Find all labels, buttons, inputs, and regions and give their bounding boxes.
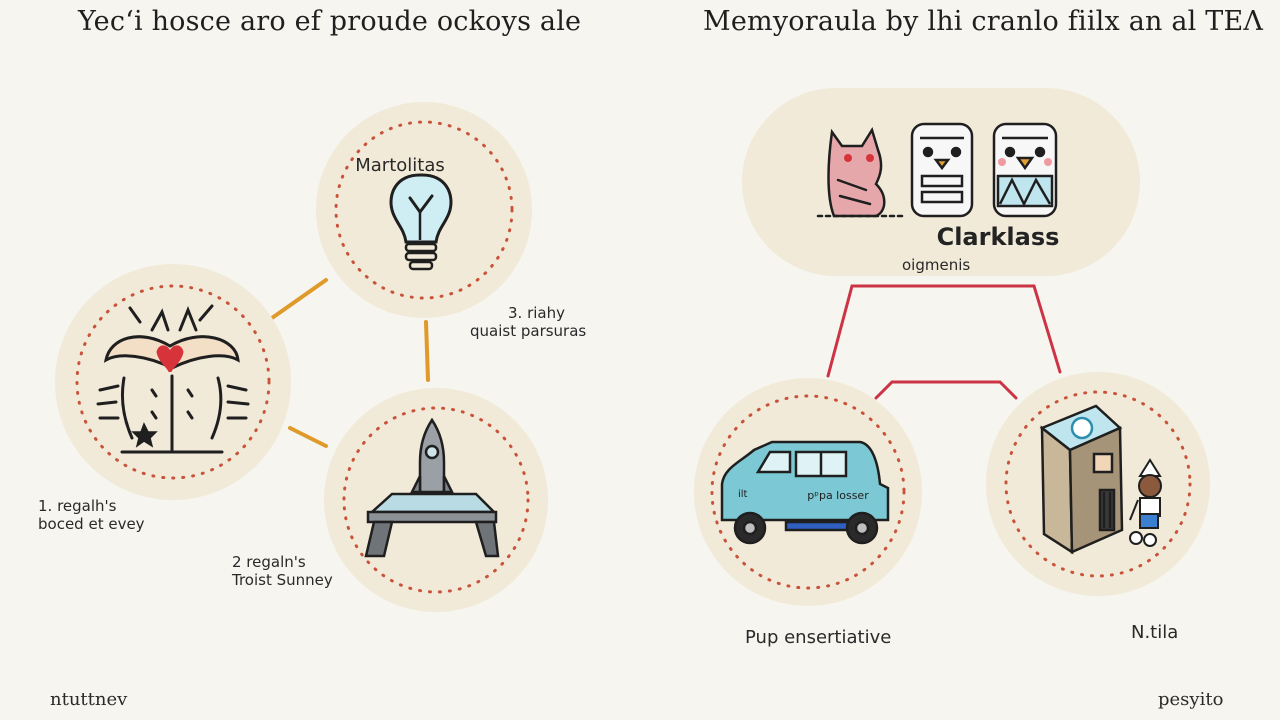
penguin-figure-icon bbox=[910, 122, 974, 218]
node-left-dotted-ring bbox=[75, 284, 271, 480]
annotation-2-line-1: 2 regaln's bbox=[232, 553, 306, 571]
group-label: Clarklass bbox=[937, 223, 1060, 251]
car-small-text: ilt bbox=[738, 489, 748, 500]
rocket-icon bbox=[409, 417, 455, 494]
node-car-dotted-ring bbox=[710, 394, 906, 590]
right-heading: Memyoraula by lhi cranlo fiilx an al TEɅ bbox=[703, 6, 1264, 37]
footer-left-signature: ntuttnev bbox=[50, 689, 128, 710]
right-connectors bbox=[826, 284, 1062, 400]
node-left bbox=[55, 264, 291, 500]
car-node-caption: Pup ensertiative bbox=[745, 627, 892, 648]
footer-right-signature: pesyito bbox=[1158, 689, 1224, 710]
left-connectors bbox=[270, 278, 430, 448]
left-heading: Yecʻi hosce aro ef proude ockoys ale bbox=[78, 6, 582, 37]
cat-figure-icon bbox=[816, 126, 908, 218]
person-figure-icon bbox=[1129, 458, 1162, 547]
connector-left-top bbox=[270, 278, 328, 320]
node-bottom-dotted-ring bbox=[342, 406, 530, 594]
node-top-label: Martolitas bbox=[355, 155, 445, 176]
node-top bbox=[316, 102, 532, 318]
node-top-dotted-ring bbox=[334, 120, 514, 300]
lightbulb-icon bbox=[389, 173, 453, 271]
owl-figure-icon bbox=[992, 122, 1058, 218]
building-node-caption: N.tila bbox=[1131, 622, 1179, 643]
connector-inner bbox=[874, 380, 1018, 400]
connector-outer bbox=[826, 284, 1062, 378]
connector-left-bottom bbox=[288, 426, 328, 448]
connector-top-bottom bbox=[424, 320, 430, 382]
node-building bbox=[986, 372, 1210, 596]
annotation-3-line-2: quaist parsuras bbox=[470, 322, 587, 340]
node-bottom bbox=[324, 388, 548, 612]
annotation-1-line-1: 1. regalh's bbox=[38, 497, 117, 515]
group-blob bbox=[742, 88, 1140, 276]
annotation-2-line-2: Troist Sunney bbox=[232, 571, 333, 589]
creature-icon bbox=[96, 304, 250, 454]
node-car bbox=[694, 378, 922, 606]
table-icon bbox=[364, 492, 500, 558]
annotation-3-line-1: 3. riahy bbox=[508, 304, 565, 322]
annotation-1-line-2: boced et evey bbox=[38, 515, 145, 533]
car-icon bbox=[720, 440, 890, 545]
connector-label: oigmenis bbox=[902, 256, 971, 274]
node-building-dotted-ring bbox=[1004, 390, 1192, 578]
building-icon bbox=[1039, 404, 1124, 555]
car-caption: pᵖpa losser bbox=[807, 489, 869, 502]
